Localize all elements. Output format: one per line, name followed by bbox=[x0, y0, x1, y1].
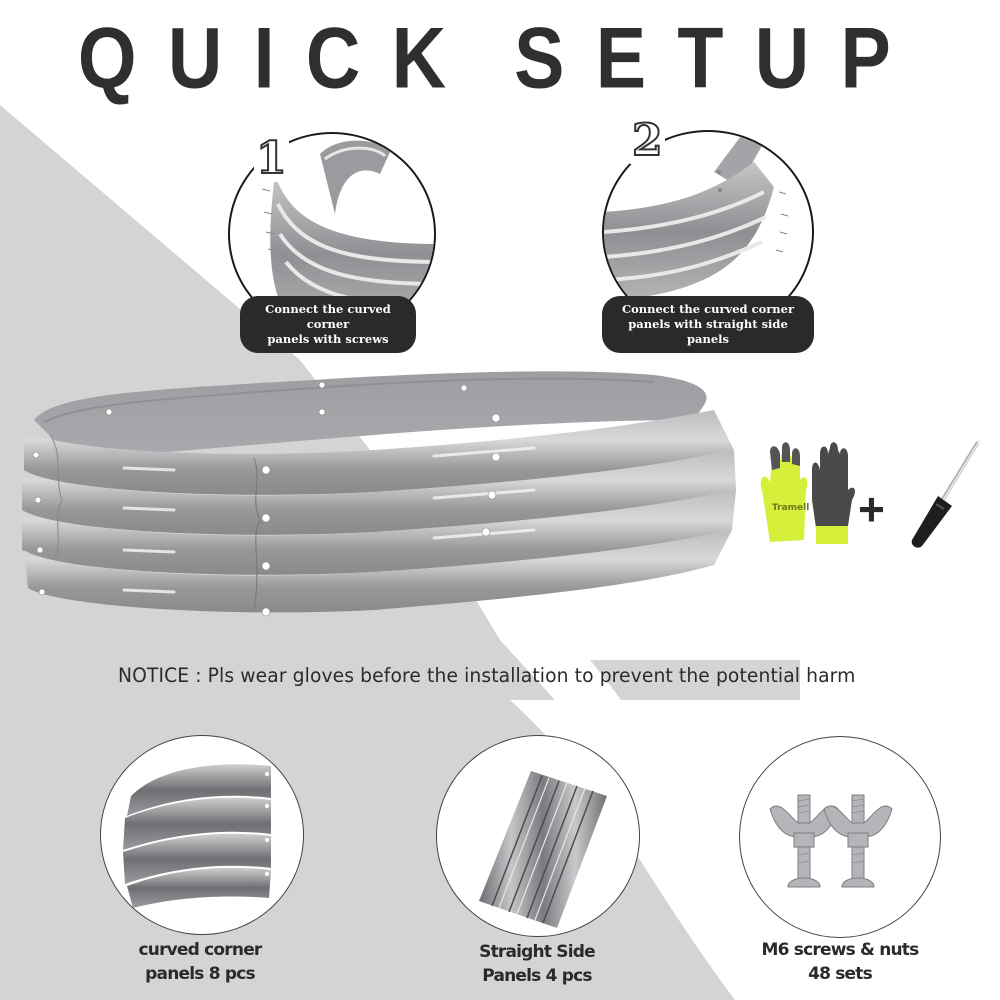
part-straight-side-oval bbox=[436, 735, 640, 937]
screws-and-nuts-icon bbox=[769, 794, 893, 888]
page-title: QUICK SETUP bbox=[40, 10, 960, 107]
part-curved-corner-oval bbox=[100, 735, 304, 935]
part-curved-corner-label: curved corner panels 8 pcs bbox=[138, 940, 262, 984]
part-m6-screws-label: M6 screws & nuts 48 sets bbox=[761, 940, 920, 984]
part-m6-screws-oval bbox=[739, 736, 941, 938]
step-2: 2 Connect the curved corner panels with … bbox=[600, 115, 820, 353]
part-straight-side-panels: Straight Side Panels 4 pcs bbox=[432, 730, 642, 990]
step-1: 1 Connect the curved corner panels with … bbox=[226, 128, 446, 353]
curved-corner-panel-icon bbox=[123, 764, 271, 908]
step-1-number: 1 bbox=[254, 133, 289, 184]
safety-notice: NOTICE : Pls wear gloves before the inst… bbox=[118, 664, 856, 687]
straight-side-panel-icon bbox=[479, 771, 607, 928]
step-1-caption: Connect the curved corner panels with sc… bbox=[240, 296, 416, 353]
title-word-quick: QUICK bbox=[77, 10, 478, 107]
screwdriver-icon bbox=[911, 439, 981, 548]
part-straight-side-label: Straight Side Panels 4 pcs bbox=[479, 942, 596, 986]
step-2-number: 2 bbox=[630, 115, 665, 166]
straight-panel-join-illustration bbox=[604, 132, 789, 302]
glove-brand-label: Tramell bbox=[772, 503, 809, 513]
raised-garden-bed-illustration bbox=[22, 371, 736, 617]
step-2-caption: Connect the curved corner panels with st… bbox=[602, 296, 814, 353]
title-word-setup: SETUP bbox=[514, 10, 923, 107]
plus-symbol: + bbox=[858, 483, 885, 535]
gloves-icon: Tramell bbox=[760, 442, 855, 544]
tools-required: Tramell bbox=[750, 430, 1000, 560]
part-m6-screws-nuts: M6 screws & nuts 48 sets bbox=[735, 730, 945, 990]
part-curved-corner-panels: curved corner panels 8 pcs bbox=[100, 730, 310, 990]
